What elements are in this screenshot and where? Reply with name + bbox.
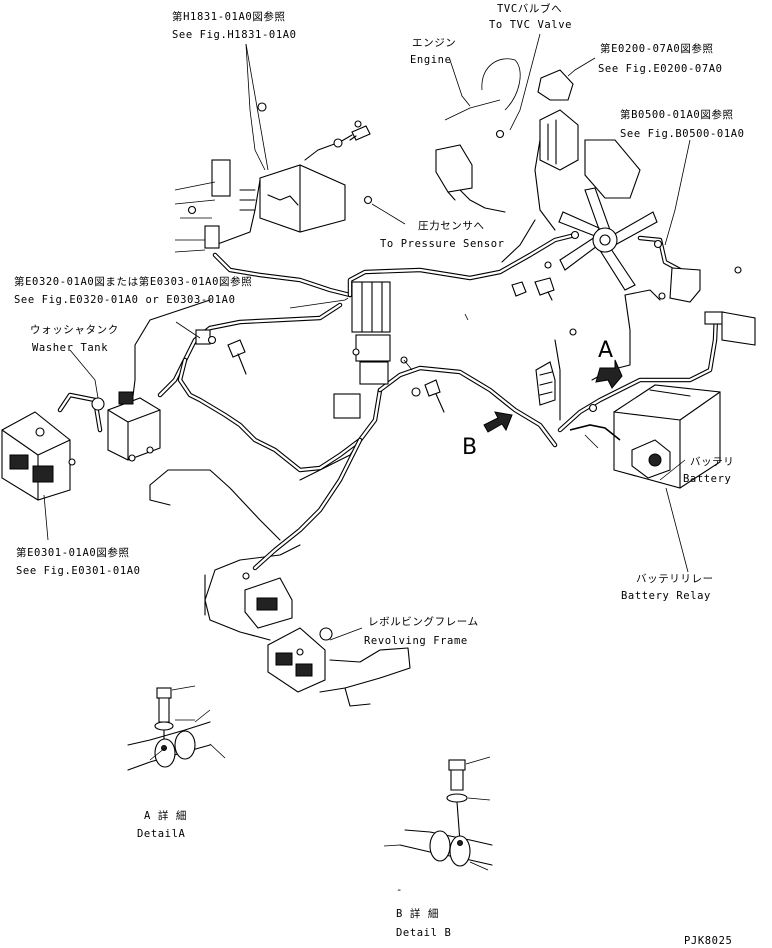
label-ref-e0200: 第E0200-07A0図参照 See Fig.E0200-07A0 xyxy=(598,42,723,75)
marker-b: B xyxy=(462,435,477,460)
frame-lower-components xyxy=(242,572,333,693)
ref-b0500-en: See Fig.B0500-01A0 xyxy=(620,128,745,140)
battery-jp: バッテリ xyxy=(690,456,734,468)
washer-jp: ウォッシャタンク xyxy=(30,324,119,336)
tvc-connector xyxy=(435,69,574,201)
detail-a-en: DetailA xyxy=(137,828,186,840)
left-control-box xyxy=(1,411,154,501)
label-battery: バッテリ Battery xyxy=(683,456,734,485)
ref-h1831-jp: 第H1831-01A0図参照 xyxy=(172,10,286,23)
ref-e0301-jp: 第E0301-01A0図参照 xyxy=(16,546,130,559)
engine-en: Engine xyxy=(410,54,452,66)
battery-relay-en: Battery Relay xyxy=(621,590,711,602)
ref-b0500-jp: 第B0500-01A0図参照 xyxy=(620,108,734,121)
washer-tank xyxy=(91,391,161,461)
relay-bracket xyxy=(535,328,598,413)
mid-bolt xyxy=(227,339,445,413)
detail-a-jp: A 詳 細 xyxy=(144,809,187,822)
tvc-jp: TVCバルブへ xyxy=(497,2,562,15)
frame-en: Revolving Frame xyxy=(364,635,468,647)
small-connector-bracket xyxy=(195,329,361,419)
label-detail-b: B 詳 細 Detail B xyxy=(396,907,451,939)
battery-relay-jp: バッテリリレー xyxy=(636,573,714,585)
label-engine: エンジン Engine xyxy=(410,37,456,66)
battery-relay xyxy=(569,424,671,479)
label-ref-e0301: 第E0301-01A0図参照 See Fig.E0301-01A0 xyxy=(16,546,141,577)
label-pressure-sensor: 圧力センサへ To Pressure Sensor xyxy=(380,219,505,250)
revolving-frame-outline xyxy=(149,439,411,707)
label-tvc: TVCバルブへ To TVC Valve xyxy=(489,2,572,31)
right-small-components xyxy=(511,230,756,346)
label-ref-e0320: 第E0320-01A0図または第E0303-01A0図参照 See Fig.E0… xyxy=(14,275,252,306)
upper-harness-connector-block xyxy=(187,102,373,249)
ref-e0320-jp: 第E0320-01A0図または第E0303-01A0図参照 xyxy=(14,275,252,288)
battery-en: Battery xyxy=(683,473,731,485)
upper-bolt xyxy=(349,120,371,141)
fan-assembly xyxy=(539,109,658,291)
callout-leaders xyxy=(43,33,691,641)
label-ref-b0500: 第B0500-01A0図参照 See Fig.B0500-01A0 xyxy=(620,108,745,140)
ref-e0320-en: See Fig.E0320-01A0 or E0303-01A0 xyxy=(14,294,236,306)
label-washer-tank: ウォッシャタンク Washer Tank xyxy=(30,324,119,354)
ref-e0301-en: See Fig.E0301-01A0 xyxy=(16,565,141,577)
arrow-b-icon xyxy=(483,411,513,433)
detail-b-drawing xyxy=(383,756,493,871)
frame-jp: レボルビングフレーム xyxy=(368,615,479,628)
dash-mark: - xyxy=(396,884,403,896)
drawing-code: PJK8025 xyxy=(684,935,732,947)
marker-a: A xyxy=(598,338,613,363)
ref-e0200-jp: 第E0200-07A0図参照 xyxy=(600,42,714,55)
tvc-en: To TVC Valve xyxy=(489,19,572,31)
detail-b-en: Detail B xyxy=(396,927,451,939)
arrow-a-icon xyxy=(595,359,623,389)
label-revolving-frame: レボルビングフレーム Revolving Frame xyxy=(364,615,479,647)
ref-e0200-en: See Fig.E0200-07A0 xyxy=(598,63,723,75)
detail-a-drawing xyxy=(127,685,226,771)
pressure-en: To Pressure Sensor xyxy=(380,238,505,250)
wire-harness xyxy=(57,134,719,571)
label-detail-a: A 詳 細 DetailA xyxy=(137,809,187,840)
pressure-jp: 圧力センサへ xyxy=(418,219,485,232)
label-ref-h1831: 第H1831-01A0図参照 See Fig.H1831-01A0 xyxy=(172,10,297,41)
label-battery-relay: バッテリリレー Battery Relay xyxy=(621,573,714,602)
detail-b-jp: B 詳 細 xyxy=(396,907,439,920)
engine-jp: エンジン xyxy=(412,37,456,49)
central-terminal-block xyxy=(351,281,408,385)
washer-en: Washer Tank xyxy=(32,342,108,354)
ref-h1831-en: See Fig.H1831-01A0 xyxy=(172,29,297,41)
engine-outline xyxy=(444,58,521,121)
